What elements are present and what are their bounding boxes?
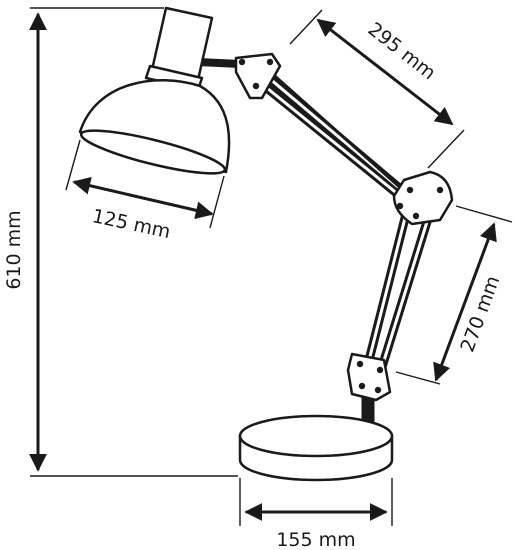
upper-spring <box>266 68 414 200</box>
top-bracket <box>234 52 282 100</box>
lower-arm-extension-top <box>455 205 513 223</box>
upper-arm-extension-top <box>289 9 323 45</box>
elbow-joint <box>392 170 454 226</box>
dimension-lines <box>29 7 513 526</box>
height-label: 610 mm <box>3 210 25 289</box>
shade-width-label: 125 mm <box>90 205 172 243</box>
shade-extension-left <box>65 139 81 191</box>
base <box>238 414 394 482</box>
base-diameter-label: 155 mm <box>276 529 355 550</box>
lower-arm-label: 270 mm <box>456 273 504 355</box>
lamp-shade <box>78 6 231 175</box>
lower-arm-dimension-line <box>433 222 497 382</box>
upper-arm-label: 295 mm <box>364 18 440 84</box>
shade-neck <box>194 58 244 68</box>
lower-arm-extension-bottom <box>395 371 441 385</box>
lower-hinge <box>346 352 392 402</box>
lamp <box>78 6 454 482</box>
upper-arm-dimension-line <box>316 18 454 126</box>
shade-dimension-line <box>72 176 214 220</box>
upper-arm <box>245 57 425 217</box>
upper-arm-extension-bottom <box>427 129 465 169</box>
shade-extension-right <box>209 175 225 229</box>
